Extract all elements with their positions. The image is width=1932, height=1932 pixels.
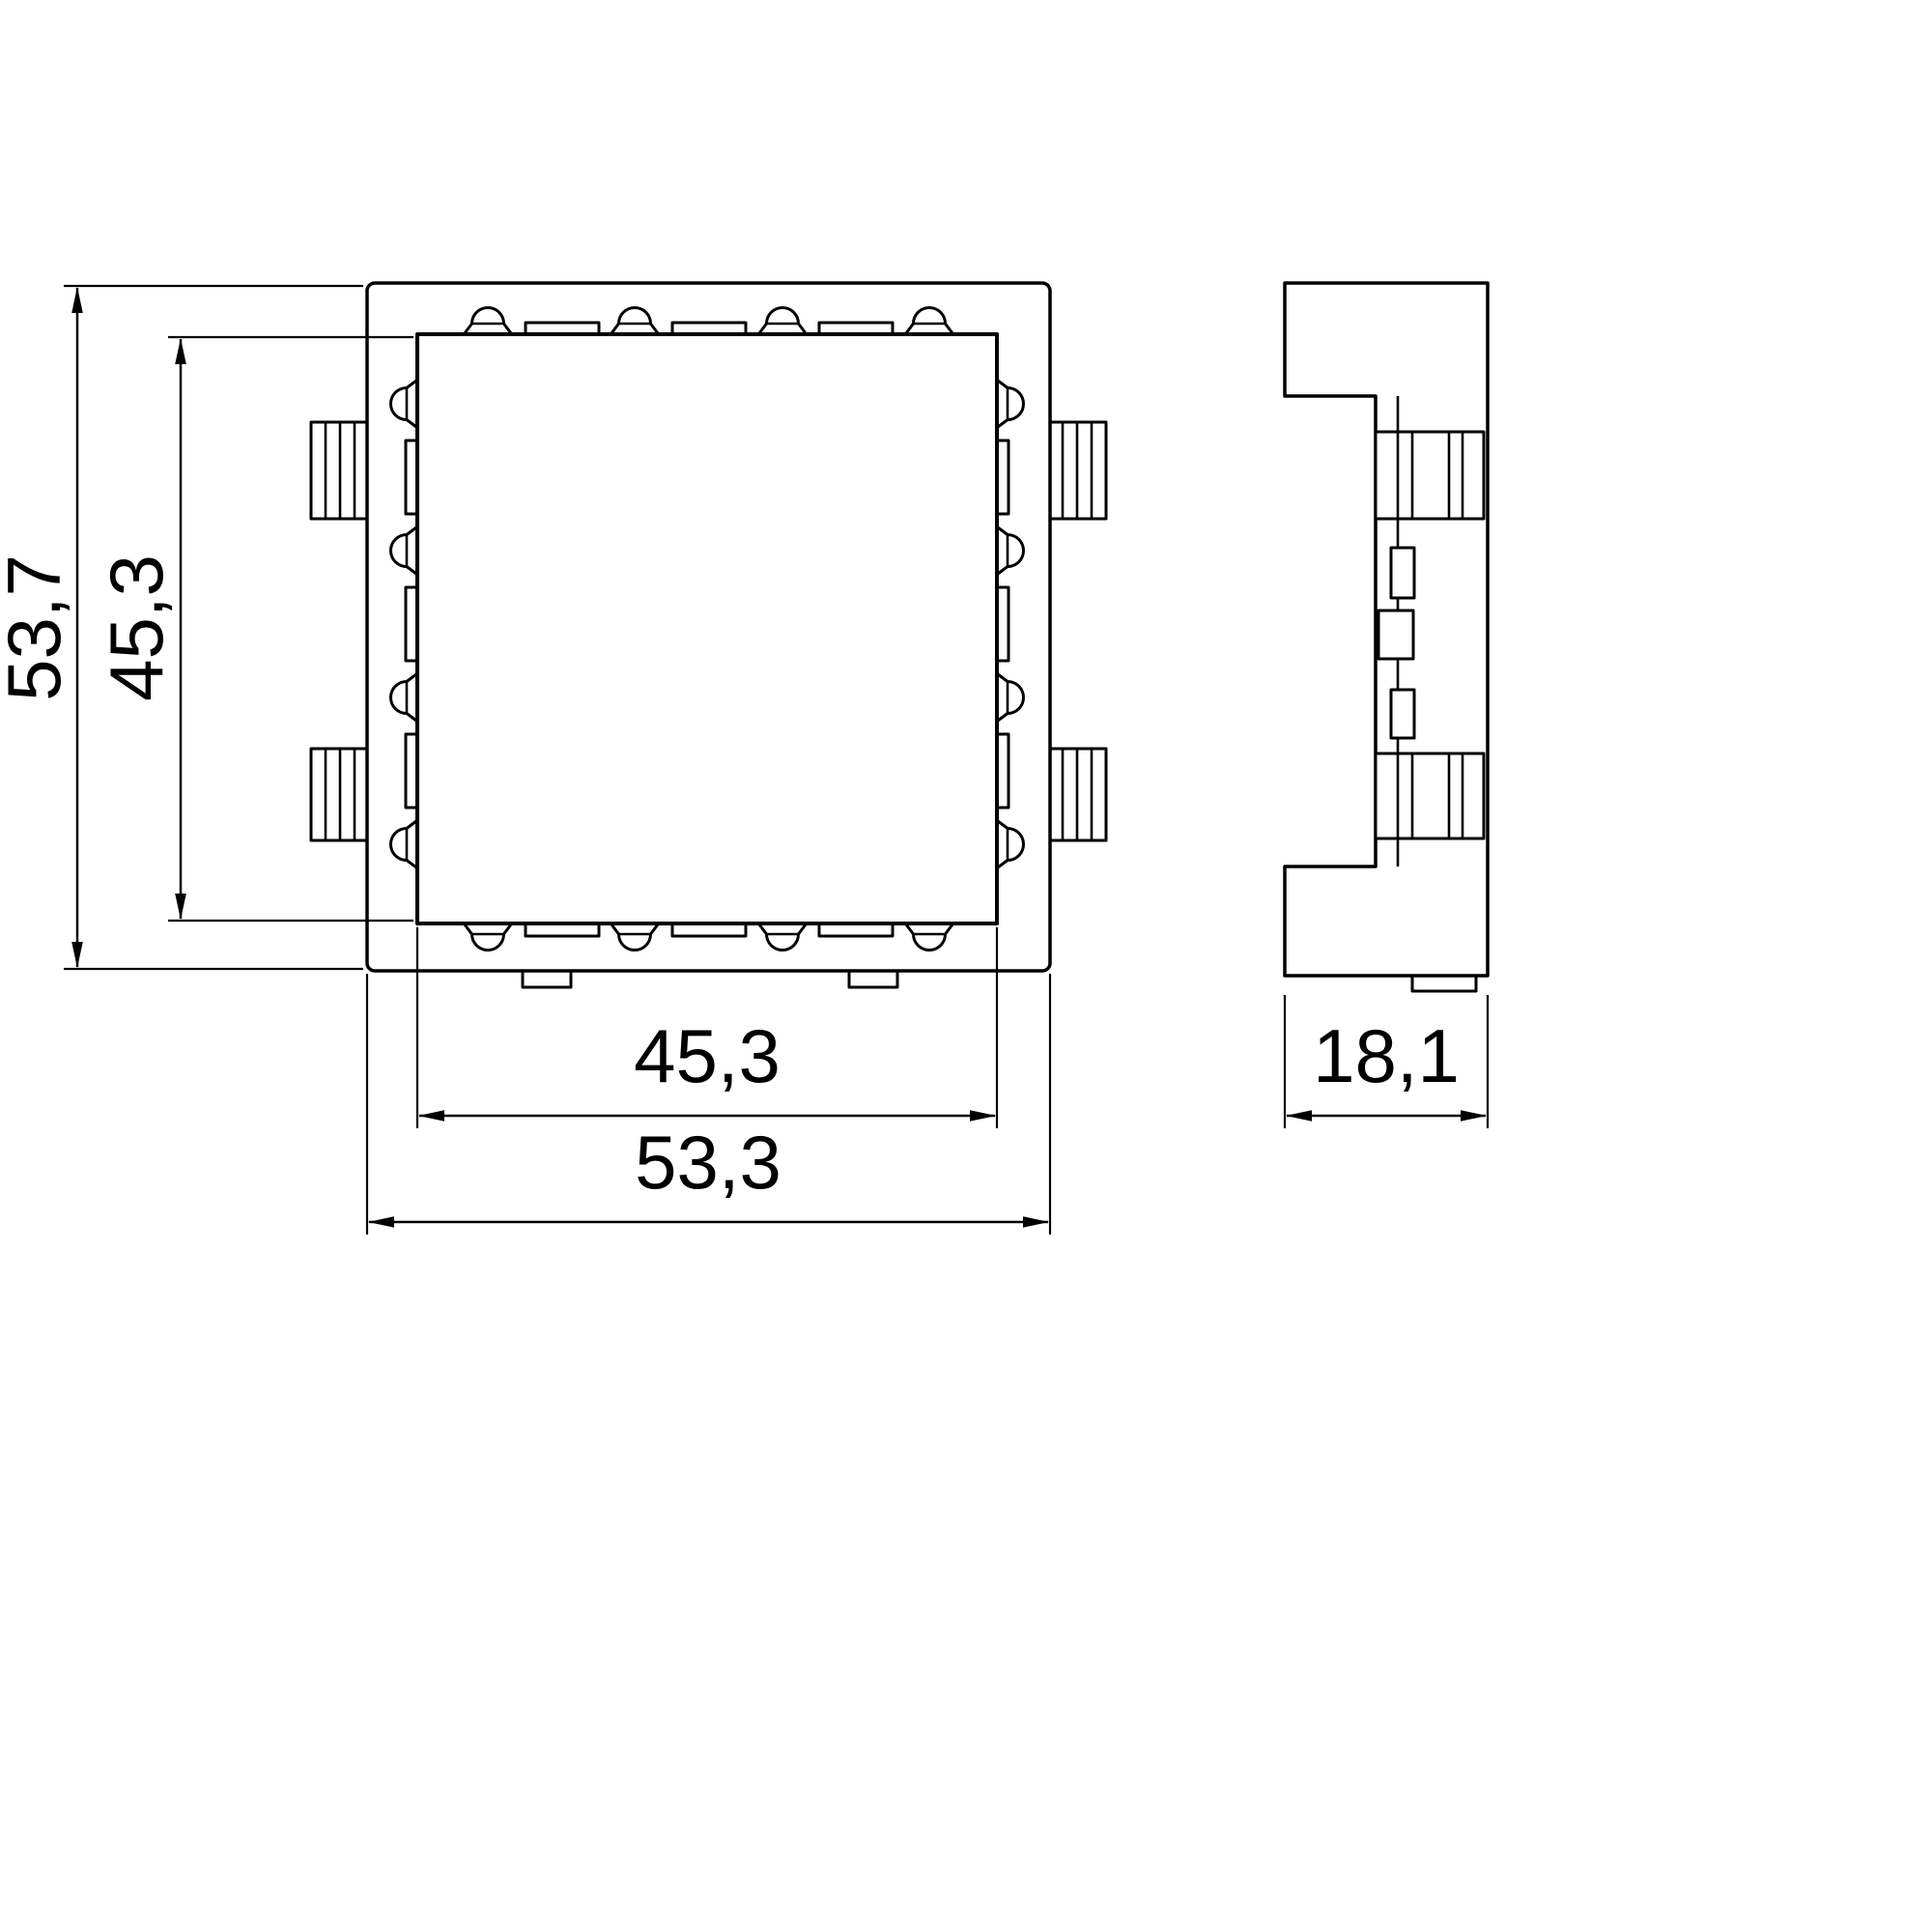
dim-depth: 18,1 — [1283, 995, 1490, 1128]
left-lower-spring-tab — [309, 747, 371, 842]
dim-label-outer-width: 53,3 — [635, 1120, 781, 1205]
inner-opening — [415, 332, 999, 925]
dim-outer-height: 53,7 — [0, 284, 363, 971]
dim-label-inner-height: 45,3 — [94, 554, 179, 701]
left-upper-spring-tab — [309, 420, 371, 521]
bottom-tab-right — [847, 969, 899, 989]
side-latch-detail — [1389, 546, 1416, 600]
dim-inner-height: 45,3 — [94, 335, 413, 923]
dim-label-inner-width: 45,3 — [634, 1013, 781, 1098]
right-upper-spring-tab — [1046, 420, 1108, 521]
side-clip-upper — [1374, 430, 1486, 521]
side-view — [1283, 281, 1490, 993]
side-clip-lower — [1374, 752, 1486, 840]
bottom-tab-left — [521, 969, 573, 989]
dim-outer-width: 53,3 — [365, 974, 1052, 1235]
side-latch-detail — [1389, 688, 1416, 740]
dim-label-outer-height: 53,7 — [0, 554, 76, 701]
dim-label-depth: 18,1 — [1313, 1013, 1460, 1098]
side-latch-detail — [1377, 609, 1415, 661]
front-view — [309, 281, 1108, 989]
dim-inner-width: 45,3 — [415, 927, 999, 1128]
right-lower-spring-tab — [1046, 747, 1108, 842]
side-bottom-tab — [1410, 974, 1478, 993]
